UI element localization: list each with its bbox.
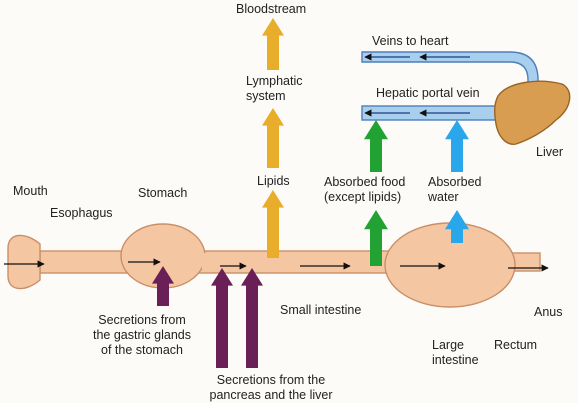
mouth-label: Mouth [13,184,48,198]
absorbed-food-label-2: (except lipids) [324,190,402,204]
veins [361,51,571,145]
large-intestine-shape [384,222,516,308]
water-to-portal-arrow [445,120,469,172]
absorbed-food-label-1: Absorbed food [324,175,406,189]
veins-to-heart-label: Veins to heart [372,34,449,48]
liver-secretion-arrow [241,268,263,368]
flow-arrows [4,258,549,272]
digestive-tract [7,222,541,308]
bloodstream-label: Bloodstream [236,2,307,16]
liver-label: Liver [536,145,564,159]
anus-label: Anus [534,305,563,319]
lipids-label: Lipids [257,174,290,188]
lymph-upper-arrow [262,108,284,168]
food-to-portal-arrow [364,120,388,172]
gastric-secretion-arrow [152,266,174,306]
mouth-shape [7,234,41,290]
large-intestine-label-2: intestine [432,353,479,367]
stomach-label: Stomach [138,186,188,200]
pancreas-secretions-label-2: pancreas and the liver [209,388,333,402]
hepatic-portal-vein-label: Hepatic portal vein [376,86,480,100]
liver-shape [493,80,571,145]
absorbed-water-label-2: water [428,190,459,204]
food-absorption-arrow [364,210,388,266]
lymphatic-label-1: Lymphatic [246,74,303,88]
pyloric-constriction [202,253,216,271]
pancreas-secretions-label-1: Secretions from the [216,373,326,387]
water-absorption-arrow [445,210,469,243]
esophagus-label: Esophagus [50,206,113,220]
absorbed-water-label-1: Absorbed [428,175,482,189]
lymph-to-blood-arrow [262,18,284,70]
rectum-label: Rectum [494,338,538,352]
transport-arrows [152,18,469,368]
lymphatic-label-2: system [246,89,286,103]
large-intestine-label-1: Large [432,338,464,352]
lipid-absorption-arrow [262,190,284,258]
gastric-secretions-label-2: the gastric glands [93,328,191,342]
gastric-secretions-label-3: of the stomach [101,343,183,357]
pancreas-secretion-arrow [211,268,233,368]
small-intestine-label: Small intestine [280,303,362,317]
gastric-secretions-label-1: Secretions from [98,313,186,327]
